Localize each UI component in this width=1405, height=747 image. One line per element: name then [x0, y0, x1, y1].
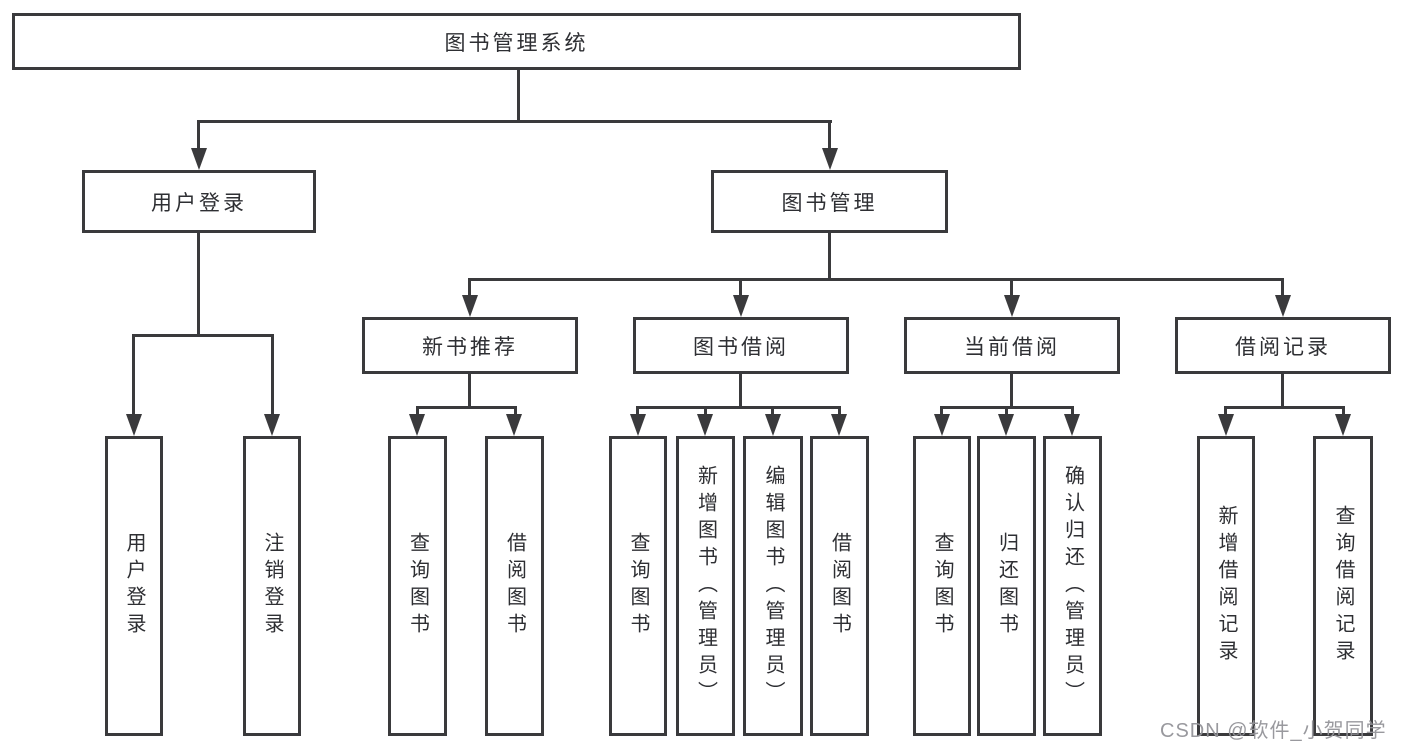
leaf-recommend-query-books: 查询图书: [388, 436, 447, 736]
leaf-user-login: 用户登录: [105, 436, 163, 736]
connector-records-trunk: [1281, 374, 1284, 407]
arrowhead-user-login: [191, 148, 207, 170]
node-label: 新书推荐: [422, 335, 518, 359]
arrowhead-records: [1275, 295, 1291, 317]
arrowhead-current-confirm: [1064, 414, 1080, 436]
connector-book-management-trunk: [828, 233, 831, 279]
connector-stub-leaf-login: [132, 334, 135, 416]
connector-stub: [636, 406, 639, 416]
leaf-records-add-record: 新增借阅记录: [1197, 436, 1255, 736]
arrowhead-current: [1004, 295, 1020, 317]
connector-stub-borrow: [739, 278, 742, 297]
arrowhead-borrow-query: [630, 414, 646, 436]
leaf-label: 用户登录: [123, 532, 145, 640]
connector-stub: [514, 406, 517, 416]
connector-stub-current: [1010, 278, 1013, 297]
leaf-label: 查询借阅记录: [1332, 505, 1354, 667]
leaf-borrow-edit-books-admin: 编辑图书（管理员）: [743, 436, 803, 736]
arrowhead-current-return: [998, 414, 1014, 436]
connector-stub-records: [1281, 278, 1284, 297]
arrowhead-recommend-borrow: [506, 414, 522, 436]
connector-stub-user-login: [197, 120, 200, 152]
leaf-label: 查询图书: [406, 532, 429, 640]
connector-stub: [416, 406, 419, 416]
arrowhead-recommend: [462, 295, 478, 317]
node-new-book-recommend: 新书推荐: [362, 317, 578, 374]
connector-stub-leaf-logout: [271, 334, 274, 416]
node-label: 借阅记录: [1235, 335, 1331, 359]
leaf-current-return-books: 归还图书: [977, 436, 1036, 736]
leaf-label: 借阅图书: [828, 532, 851, 640]
connector-current-trunk: [1010, 374, 1013, 407]
connector-stub: [838, 406, 841, 416]
node-current-borrow: 当前借阅: [904, 317, 1120, 374]
connector-stub: [1005, 406, 1008, 416]
connector-stub-recommend: [468, 278, 471, 297]
arrowhead-current-query: [934, 414, 950, 436]
leaf-borrow-query-books: 查询图书: [609, 436, 667, 736]
arrowhead-leaf-logout: [264, 414, 280, 436]
leaf-label: 查询图书: [931, 532, 953, 640]
connector-user-login-branch: [132, 334, 274, 337]
leaf-label: 编辑图书（管理员）: [762, 464, 784, 708]
connector-book-management-branch: [468, 278, 1284, 281]
node-label: 图书管理系统: [444, 31, 589, 55]
arrowhead-recommend-query: [409, 414, 425, 436]
leaf-logout: 注销登录: [243, 436, 301, 736]
leaf-current-query-books: 查询图书: [913, 436, 971, 736]
leaf-label: 借阅图书: [503, 532, 526, 640]
leaf-label: 注销登录: [261, 532, 283, 640]
leaf-label: 确认归还（管理员）: [1061, 464, 1084, 708]
node-label: 当前借阅: [964, 335, 1060, 359]
leaf-recommend-borrow-books: 借阅图书: [485, 436, 544, 736]
connector-recommend-branch: [416, 406, 517, 409]
leaf-borrow-lend-books: 借阅图书: [810, 436, 869, 736]
connector-recommend-trunk: [468, 374, 471, 407]
arrowhead-book-management: [822, 148, 838, 170]
leaf-label: 新增图书（管理员）: [694, 464, 717, 708]
arrowhead-borrow-add: [697, 414, 713, 436]
leaf-records-query-record: 查询借阅记录: [1313, 436, 1373, 736]
arrowhead-leaf-login: [126, 414, 142, 436]
node-label: 图书借阅: [693, 335, 789, 359]
node-label: 用户登录: [151, 191, 247, 215]
arrowhead-borrow-edit: [765, 414, 781, 436]
connector-root-trunk: [517, 70, 520, 121]
leaf-label: 新增借阅记录: [1215, 505, 1237, 667]
leaf-label: 归还图书: [995, 532, 1018, 640]
node-label: 图书管理: [781, 191, 878, 215]
leaf-borrow-add-books-admin: 新增图书（管理员）: [676, 436, 735, 736]
node-book-management: 图书管理: [711, 170, 948, 233]
connector-records-branch: [1224, 406, 1345, 409]
connector-borrow-branch: [636, 406, 841, 409]
arrowhead-borrow-lend: [831, 414, 847, 436]
connector-root-branch: [197, 120, 832, 123]
connector-stub: [1224, 406, 1227, 416]
arrowhead-records-query: [1335, 414, 1351, 436]
csdn-watermark: CSDN @软件_小贺同学: [1160, 720, 1387, 742]
node-borrow-records: 借阅记录: [1175, 317, 1391, 374]
node-book-borrow: 图书借阅: [633, 317, 849, 374]
arrowhead-records-add: [1218, 414, 1234, 436]
leaf-label: 查询图书: [627, 532, 649, 640]
connector-stub: [940, 406, 943, 416]
node-user-login: 用户登录: [82, 170, 316, 233]
connector-stub-book-management: [828, 120, 831, 152]
connector-stub: [1071, 406, 1074, 416]
leaf-current-confirm-return-admin: 确认归还（管理员）: [1043, 436, 1102, 736]
connector-stub: [1342, 406, 1345, 416]
connector-stub: [704, 406, 707, 416]
connector-stub: [771, 406, 774, 416]
connector-borrow-trunk: [739, 374, 742, 407]
node-root-system: 图书管理系统: [12, 13, 1021, 70]
connector-user-login-trunk: [197, 233, 200, 336]
arrowhead-borrow: [733, 295, 749, 317]
